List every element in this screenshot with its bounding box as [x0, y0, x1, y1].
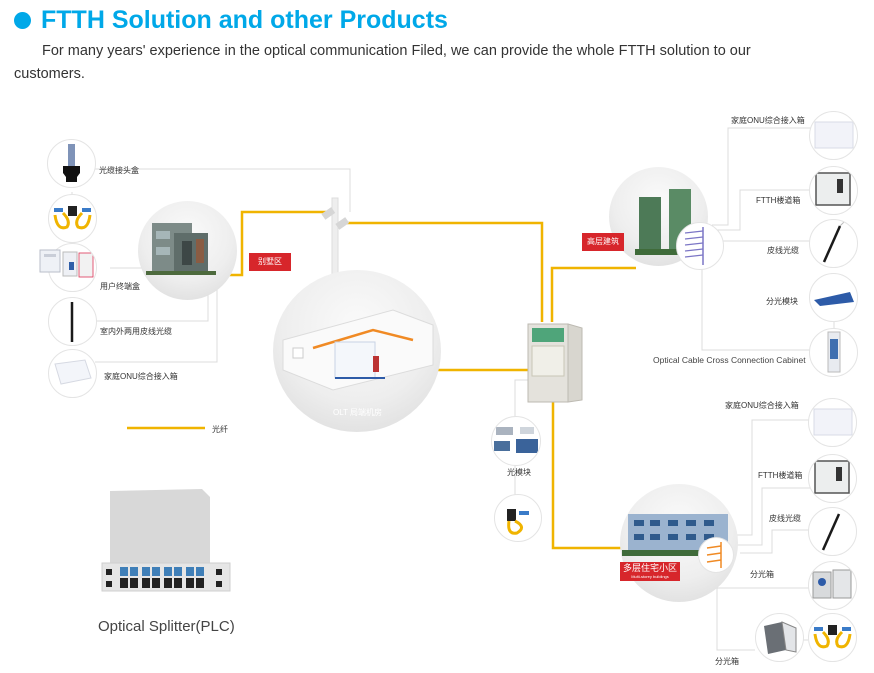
drop-cable-icon [822, 221, 845, 263]
villa-tag: 别墅区 [249, 253, 291, 271]
plc-splitter-pigtail-icon [507, 509, 529, 535]
riser-detail [676, 222, 724, 270]
fiber-lines [127, 210, 640, 550]
label-closure: 光缆接头盒 [99, 166, 139, 175]
cross-connect-cabinet-icon [527, 323, 583, 403]
riser-cable-icon [706, 542, 722, 568]
connector-rb-2 [735, 487, 815, 546]
product-circle-rb-splitter-box [808, 561, 857, 610]
villa-building-icon [146, 223, 216, 275]
ftth-corridor-box-icon [814, 460, 850, 494]
connector-rb-1 [735, 419, 815, 536]
label-rb-corridor: FTTH楼道箱 [758, 471, 803, 480]
patch-cord-icon [53, 206, 92, 230]
legend-fiber-label: 光纤 [212, 425, 228, 434]
label-rt-cabinet: Optical Cable Cross Connection Cabinet [653, 355, 806, 365]
page-title: FTTH Solution and other Products [41, 6, 448, 34]
connector-rt-2 [712, 189, 815, 231]
product-circle-rt-dropcable [809, 219, 858, 268]
ftth-corridor-box-icon [815, 172, 851, 206]
connector-onu [95, 285, 218, 363]
plc-splitter-icon [101, 489, 231, 592]
product-circle-pigtail [494, 494, 542, 542]
cross-connect-cabinet-icon [827, 331, 841, 373]
onu-box-icon [814, 121, 854, 149]
onu-box-icon [54, 359, 92, 385]
connector-rt-1 [712, 127, 815, 226]
label-rt-splitter-module: 分光模块 [766, 297, 798, 306]
product-circle-dropcable [48, 297, 97, 346]
fiber-cabinet-multistorey [551, 398, 640, 550]
label-rb-splitter-box: 分光箱 [750, 570, 774, 579]
riser-cable-icon [684, 227, 704, 265]
label-rb-dropcable: 皮线光缆 [769, 514, 801, 523]
label-dropcable: 室内外两用皮线光缆 [100, 327, 172, 336]
product-circle-closure [47, 139, 96, 188]
fiber-pole-cabinet [344, 221, 544, 322]
patch-cord-icon [813, 625, 852, 649]
product-circle-rb-wallbox [755, 613, 804, 662]
connector-rb-3 [740, 529, 815, 554]
onu-box-icon [813, 408, 853, 436]
multistorey-tag-sublabel: Multi-storey buildings [631, 574, 669, 579]
product-circle-onu [48, 349, 97, 398]
label-rb-onu: 家庭ONU综合接入箱 [725, 401, 799, 410]
multistorey-riser-detail [698, 537, 734, 573]
product-circle-rt-splitter-module [809, 273, 858, 322]
fiber-villa-pole [228, 210, 330, 277]
multistorey-tag-label: 多层住宅小区 [622, 563, 677, 573]
olt-room-icon [282, 309, 434, 391]
label-rt-onu: 家庭ONU综合接入箱 [731, 116, 805, 125]
multistorey-tag: 多层住宅小区 Multi-storey buildings [620, 562, 680, 581]
product-circle-optical-module [491, 416, 541, 466]
product-circle-rb-dropcable [808, 507, 857, 556]
label-rt-corridor: FTTH楼道箱 [756, 196, 801, 205]
label-rt-dropcable: 皮线光缆 [767, 246, 799, 255]
label-rb-wallbox: 分光箱 [715, 657, 739, 666]
splitter-module-icon [814, 292, 854, 306]
splitter-caption: Optical Splitter(PLC) [98, 618, 235, 635]
highrise-tag: 高层建筑 [582, 233, 624, 251]
olt-caption: OLT 局端机房 [333, 408, 383, 417]
drop-cable-icon [70, 302, 74, 342]
bullet-icon [14, 12, 31, 29]
product-circle-rt-corridor [809, 166, 858, 215]
optical-module-icon [494, 427, 538, 453]
product-circle-rb-corridor [808, 454, 857, 503]
label-onu-left: 家庭ONU综合接入箱 [104, 372, 178, 381]
label-optical-module: 光模块 [507, 468, 531, 477]
product-circle-rb-onu [808, 398, 857, 447]
fiber-cabinet-highrise [550, 266, 636, 322]
splitter-box-icon [812, 569, 852, 599]
splitter-box-wall-icon [764, 621, 797, 654]
terminal-box-front-icon [39, 249, 61, 273]
olt-node [273, 270, 441, 432]
connector-rb-5 [716, 570, 755, 651]
connector-closure [95, 168, 351, 212]
utility-pole-icon [321, 197, 350, 281]
product-circle-rt-onu [809, 111, 858, 160]
section-header: FTTH Solution and other Products [14, 6, 448, 35]
product-circle-patchcord [48, 194, 97, 243]
drop-cable-icon [821, 513, 841, 551]
label-terminal: 用户终端盒 [100, 282, 140, 291]
connector-rt-5 [701, 268, 815, 351]
product-circle-rb-patchcord [808, 613, 857, 662]
product-circle-rt-cabinet [809, 328, 858, 377]
fiber-closure-icon [63, 144, 80, 182]
intro-text: For many years' experience in the optica… [14, 43, 751, 82]
villa-node [138, 201, 237, 300]
terminal-box-icon [62, 251, 94, 278]
